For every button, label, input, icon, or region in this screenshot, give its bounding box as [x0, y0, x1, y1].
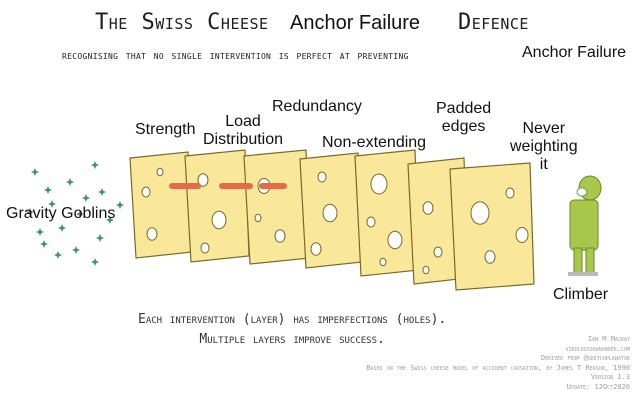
credit-update: Update: 12Oct2020 — [366, 383, 630, 393]
label-padded-edges: Padded edges — [436, 100, 491, 136]
cheese-hole — [212, 211, 226, 229]
credit-author: Ian M Mackay — [366, 335, 630, 345]
cheese-slice-4 — [300, 153, 362, 268]
subtitle-text: recognising that no single intervention … — [62, 48, 409, 62]
goblin-5 — [40, 240, 48, 248]
climber-left-leg — [574, 248, 582, 274]
label-strength: Strength — [135, 121, 195, 139]
credit-site: virologydownunder.com — [366, 345, 630, 355]
goblin-11 — [82, 194, 90, 202]
cheese-slice-1 — [130, 152, 192, 258]
climber-face — [577, 188, 587, 196]
cheese-hole — [142, 187, 150, 197]
cheese-hole — [311, 243, 321, 256]
title-swiss-cheese: The Swiss Cheese — [95, 10, 269, 35]
climber-ground — [568, 272, 598, 276]
climber-body — [570, 200, 598, 250]
label-gravity-goblins: Gravity Goblins — [6, 205, 115, 223]
cheese-hole — [380, 258, 386, 266]
caption-line1: Each intervention (layer) has imperfecti… — [138, 310, 446, 330]
goblin-2 — [44, 186, 52, 194]
cheese-slice-7 — [450, 163, 534, 290]
goblin-13 — [36, 228, 44, 236]
credits: Ian M Mackay virologydownunder.com Deriv… — [366, 335, 630, 392]
goblin-14 — [72, 246, 80, 254]
cheese-hole — [516, 228, 528, 243]
cheese-hole — [423, 266, 429, 274]
label-never-weighting: Never weighting it — [510, 120, 578, 174]
cheese-hole — [157, 168, 163, 176]
cheese-hole — [323, 204, 337, 222]
label-padded-line2: edges — [436, 118, 491, 136]
cheese-hole — [255, 214, 261, 222]
label-never-line2: weighting — [510, 138, 578, 156]
label-climber: Climber — [553, 286, 608, 304]
label-never-line3: it — [510, 156, 578, 174]
goblin-4 — [58, 224, 66, 232]
goblin-7 — [91, 161, 99, 169]
goblin-17 — [91, 258, 99, 266]
credit-derived: Derived from @sketchplanator — [366, 354, 630, 364]
goblin-18 — [116, 201, 124, 209]
title-anchor-failure: Anchor Failure — [290, 12, 420, 35]
cheese-slice-2 — [185, 150, 249, 262]
cheese-hole — [506, 188, 514, 198]
subtitle-anchor-failure: Anchor Failure — [522, 44, 626, 62]
label-redundancy: Redundancy — [272, 98, 362, 116]
credit-version: Version 1.3 — [366, 373, 630, 383]
cheese-hole — [434, 247, 442, 257]
cheese-slices — [130, 150, 534, 290]
goblin-9 — [54, 251, 62, 259]
cheese-hole — [201, 243, 209, 253]
cheese-hole — [388, 231, 402, 249]
cheese-hole — [318, 172, 326, 182]
label-non-extending: Non-extending — [322, 134, 426, 152]
credit-based-on: Based on the Swiss cheese model of accid… — [366, 364, 630, 374]
goblin-15 — [98, 188, 106, 196]
label-load-distribution: Load Distribution — [203, 113, 283, 149]
label-never-line1: Never — [510, 120, 578, 138]
label-padded-line1: Padded — [436, 100, 491, 118]
title-defence: Defence — [458, 10, 529, 35]
goblin-1 — [31, 168, 39, 176]
climber-right-leg — [586, 248, 594, 274]
label-load-line2: Distribution — [203, 131, 283, 149]
goblin-8 — [66, 178, 74, 186]
cheese-hole — [147, 228, 157, 241]
cheese-hole — [367, 217, 375, 227]
cheese-hole — [371, 174, 387, 194]
cheese-hole — [485, 251, 495, 264]
cheese-hole — [471, 202, 489, 225]
goblin-10 — [96, 234, 104, 242]
cheese-hole — [423, 202, 433, 215]
cheese-hole — [275, 230, 285, 243]
climber-figure — [568, 176, 601, 276]
